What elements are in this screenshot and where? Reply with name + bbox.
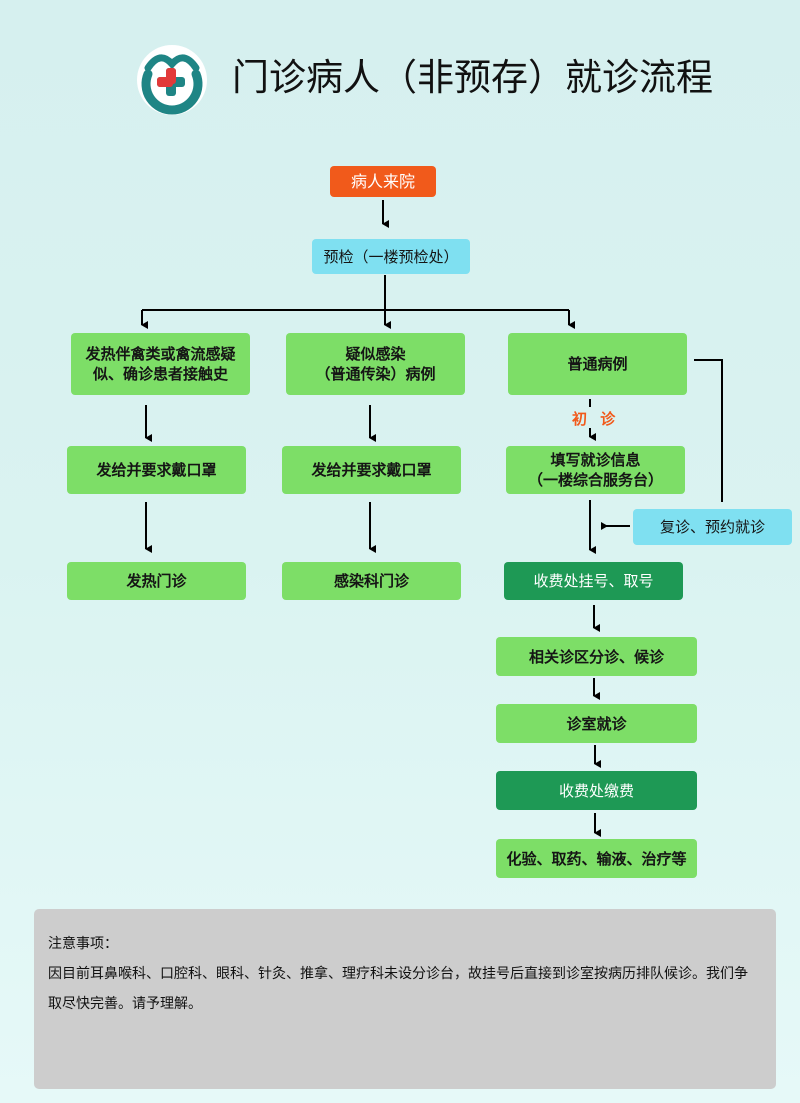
register-box: 收费处挂号、取号 — [504, 562, 683, 600]
start-box: 病人来院 — [330, 166, 436, 197]
line-revisit-loop — [694, 359, 723, 502]
precheck-box: 预检（一楼预检处） — [312, 239, 470, 274]
revisit-box: 复诊、预约就诊 — [633, 509, 792, 545]
first-visit-label: 初 诊 — [572, 410, 620, 428]
general-case-box: 普通病例 — [508, 333, 687, 395]
infection-condition-box: 疑似感染 （普通传染）病例 — [286, 333, 465, 395]
hospital-logo-icon — [137, 45, 207, 115]
fever-mask-box: 发给并要求戴口罩 — [67, 446, 246, 494]
triage-box: 相关诊区分诊、候诊 — [496, 637, 697, 676]
infection-clinic-box: 感染科门诊 — [282, 562, 461, 600]
notice-body: 因目前耳鼻喉科、口腔科、眼科、针灸、推拿、理疗科未设分诊台，故挂号后直接到诊室按… — [48, 966, 748, 1012]
fill-info-box: 填写就诊信息 （一楼综合服务台） — [506, 446, 685, 494]
services-box: 化验、取药、输液、治疗等 — [496, 839, 697, 878]
notice-heading: 注意事项： — [48, 936, 118, 952]
fever-clinic-box: 发热门诊 — [67, 562, 246, 600]
consult-box: 诊室就诊 — [496, 704, 697, 743]
notice-panel: 注意事项： 因目前耳鼻喉科、口腔科、眼科、针灸、推拿、理疗科未设分诊台，故挂号后… — [34, 909, 776, 1089]
fever-condition-box: 发热伴禽类或禽流感疑 似、确诊患者接触史 — [71, 333, 250, 395]
payment-box: 收费处缴费 — [496, 771, 697, 810]
page-title: 门诊病人（非预存）就诊流程 — [232, 56, 713, 99]
infection-mask-box: 发给并要求戴口罩 — [282, 446, 461, 494]
